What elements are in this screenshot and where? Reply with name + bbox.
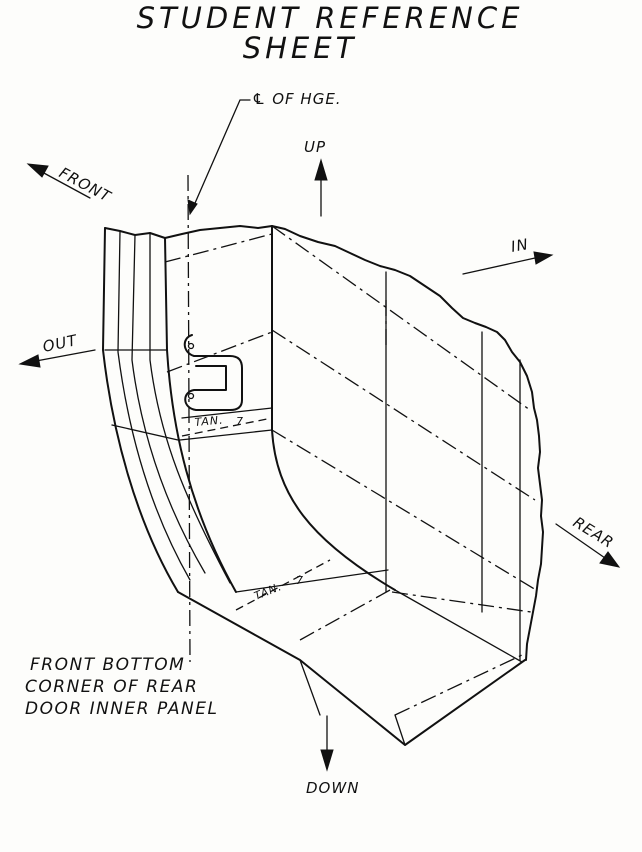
hinge-centerline xyxy=(187,174,191,663)
sheet-title-line1: STUDENT REFERENCE xyxy=(137,1,524,35)
door-inner-panel xyxy=(102,174,544,746)
caption-line1: FRONT BOTTOM xyxy=(30,655,185,675)
front-arrow-icon xyxy=(26,163,91,199)
rear-arrow-icon xyxy=(555,523,621,568)
tan-upper-mark: 7 xyxy=(236,415,244,428)
rear-label: REAR xyxy=(570,513,617,552)
out-label: OUT xyxy=(41,331,80,356)
up-arrow-icon xyxy=(314,158,328,217)
sheet-title-line2: SHEET xyxy=(243,31,358,65)
caption-line2: CORNER OF REAR xyxy=(25,677,198,697)
up-label: UP xyxy=(304,138,326,156)
in-label: IN xyxy=(510,235,531,256)
in-arrow-icon xyxy=(462,251,554,275)
hinge-leader-line xyxy=(187,99,251,216)
tan-upper-label: TAN. xyxy=(194,414,224,429)
down-label: DOWN xyxy=(306,779,359,797)
torn-edge xyxy=(104,225,544,661)
hinge-centerline-label: ℄ OF HGE. xyxy=(252,90,342,108)
out-arrow-icon xyxy=(18,349,96,368)
down-arrow-icon xyxy=(320,715,334,772)
tan-lower-mark: 7 xyxy=(296,574,304,587)
hinge-bracket xyxy=(183,334,243,411)
tan-lower-label: TAN. xyxy=(252,580,284,603)
caption-line3: DOOR INNER PANEL xyxy=(25,699,218,719)
